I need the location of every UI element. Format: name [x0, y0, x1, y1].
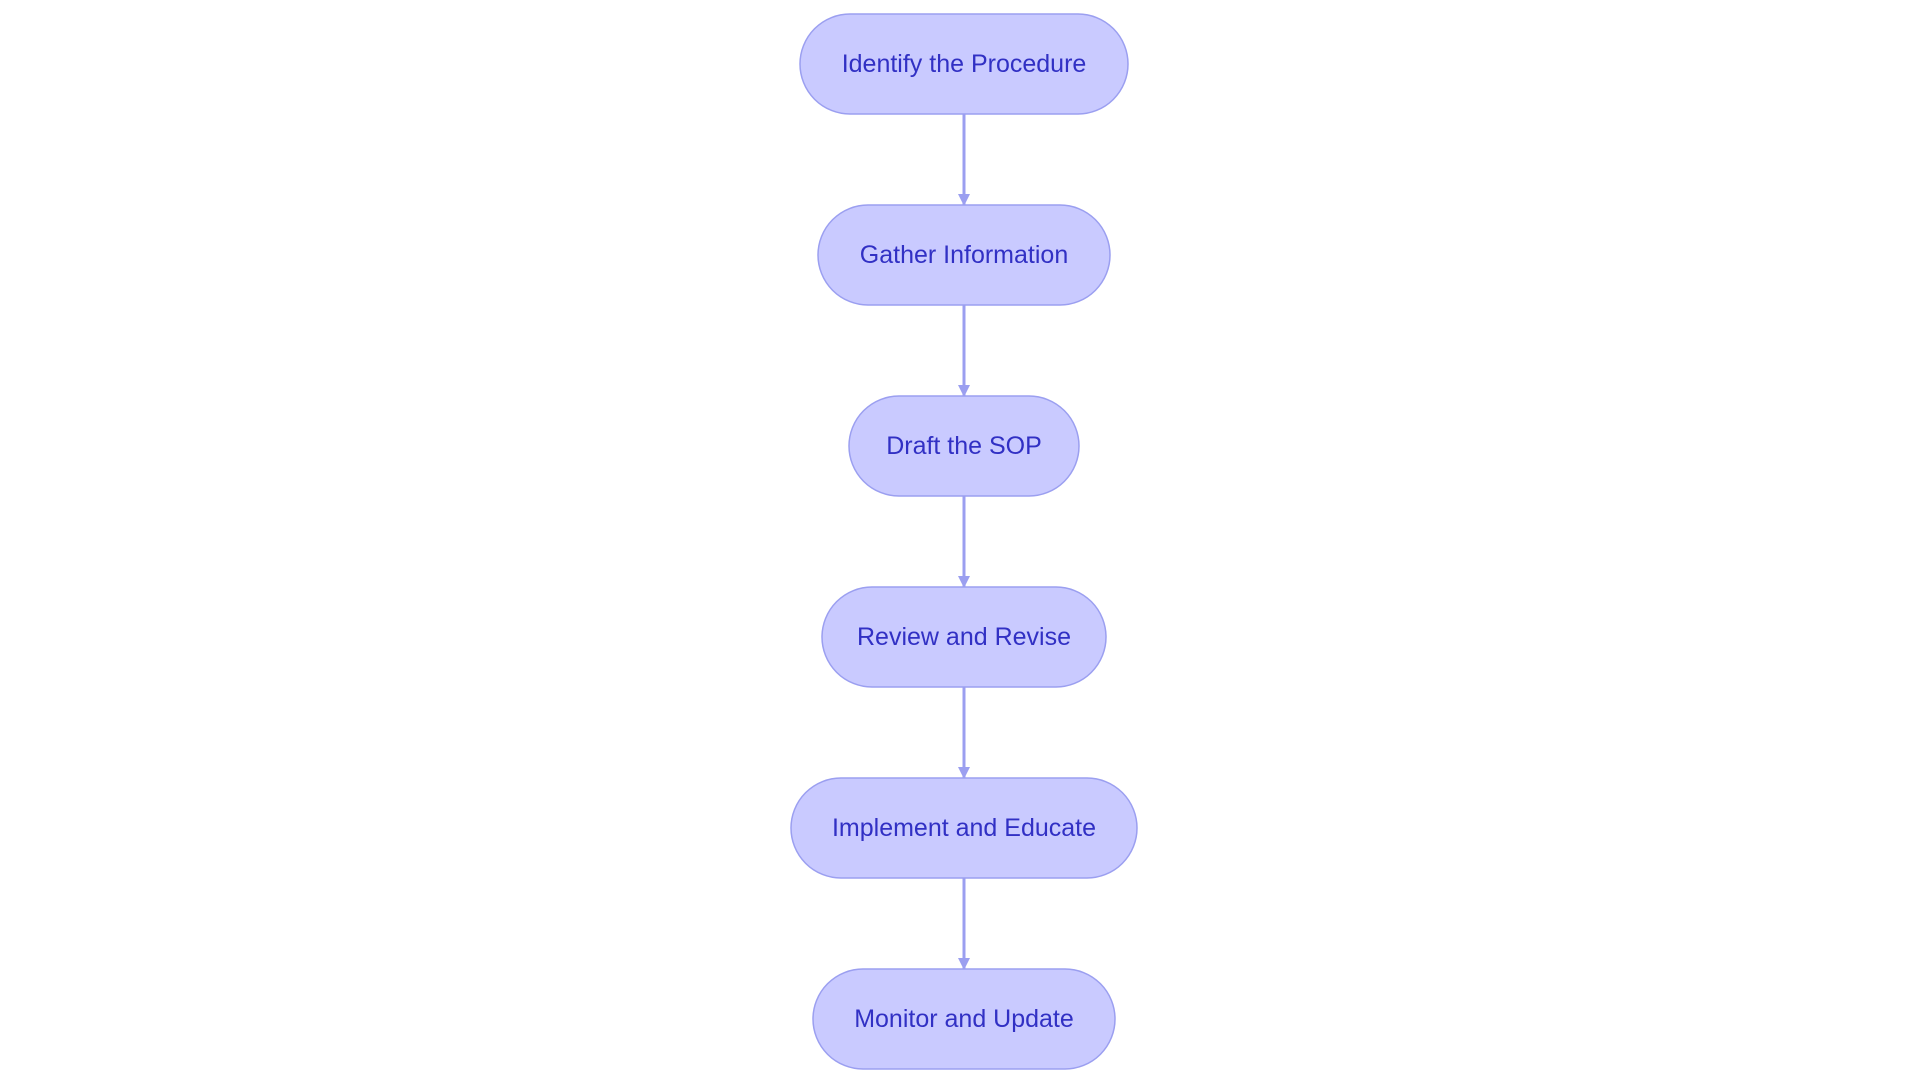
flow-node-shape: [790, 777, 1138, 879]
flow-node-label: Draft the SOP: [886, 432, 1042, 460]
flow-node-5: Implement and Educate: [790, 777, 1138, 879]
flow-node-4: Review and Revise: [821, 586, 1107, 688]
flow-node-6: Monitor and Update: [812, 968, 1116, 1070]
flow-node-1: Identify the Procedure: [799, 13, 1129, 115]
flow-node-label: Implement and Educate: [832, 814, 1096, 842]
flow-node-label: Gather Information: [860, 241, 1068, 269]
flow-node-shape: [799, 13, 1129, 115]
flow-node-label: Monitor and Update: [854, 1005, 1074, 1033]
flow-node-shape: [812, 968, 1116, 1070]
flow-node-3: Draft the SOP: [848, 395, 1080, 497]
flow-node-2: Gather Information: [817, 204, 1111, 306]
flow-node-label: Review and Revise: [857, 623, 1071, 651]
flow-node-label: Identify the Procedure: [842, 50, 1087, 78]
flow-node-shape: [848, 395, 1080, 497]
flow-node-shape: [817, 204, 1111, 306]
flow-node-shape: [821, 586, 1107, 688]
